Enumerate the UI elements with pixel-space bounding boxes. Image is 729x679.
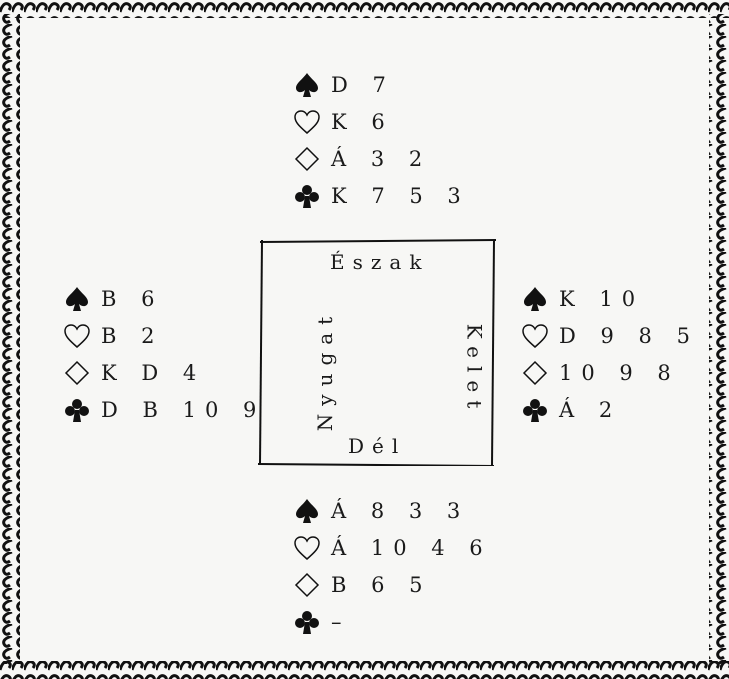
north-spades-cards: D 7 bbox=[331, 73, 395, 97]
diamond-icon bbox=[63, 359, 91, 387]
heart-icon bbox=[293, 534, 321, 562]
north-clubs-cards: K 7 5 3 bbox=[331, 184, 470, 208]
north-diamonds-cards: Á 3 2 bbox=[331, 147, 431, 171]
east-hearts-row: D 9 8 5 bbox=[521, 317, 699, 354]
north-clubs-row: K 7 5 3 bbox=[293, 177, 470, 214]
west-label: Nyugat bbox=[313, 309, 337, 431]
east-spades-row: K 10 bbox=[521, 280, 699, 317]
south-hearts-row: Á 10 4 6 bbox=[293, 529, 492, 566]
west-clubs-cards: D B 10 9 bbox=[101, 398, 265, 422]
east-clubs-row: Á 2 bbox=[521, 391, 699, 428]
south-clubs-cards: – bbox=[331, 610, 351, 634]
west-diamonds-row: K D 4 bbox=[63, 354, 265, 391]
south-diamonds-cards: B 6 5 bbox=[331, 573, 432, 597]
west-spades-row: B 6 bbox=[63, 280, 265, 317]
compass-table: Észak Dél Nyugat Kelet bbox=[258, 238, 496, 466]
north-label: Észak bbox=[330, 250, 429, 274]
diamond-icon bbox=[521, 359, 549, 387]
spade-icon bbox=[521, 285, 549, 313]
south-spades-cards: Á 8 3 3 bbox=[331, 499, 469, 523]
spade-icon bbox=[293, 497, 321, 525]
north-diamonds-row: Á 3 2 bbox=[293, 140, 470, 177]
west-hearts-cards: B 2 bbox=[101, 324, 163, 348]
west-hearts-row: B 2 bbox=[63, 317, 265, 354]
east-diamonds-row: 10 9 8 bbox=[521, 354, 699, 391]
north-hearts-cards: K 6 bbox=[331, 110, 394, 134]
club-icon bbox=[63, 396, 91, 424]
east-diamonds-cards: 10 9 8 bbox=[559, 361, 680, 385]
heart-icon bbox=[293, 108, 321, 136]
north-spades-row: D 7 bbox=[293, 66, 470, 103]
west-clubs-row: D B 10 9 bbox=[63, 391, 265, 428]
south-spades-row: Á 8 3 3 bbox=[293, 492, 492, 529]
west-spades-cards: B 6 bbox=[101, 287, 163, 311]
north-hearts-row: K 6 bbox=[293, 103, 470, 140]
north-hand: D 7 K 6 Á 3 2 K 7 5 3 bbox=[293, 66, 470, 214]
club-icon bbox=[293, 608, 321, 636]
south-hand: Á 8 3 3 Á 10 4 6 B 6 5 – bbox=[293, 492, 492, 640]
spade-icon bbox=[63, 285, 91, 313]
east-hand: K 10 D 9 8 5 10 9 8 Á 2 bbox=[521, 280, 699, 428]
south-diamonds-row: B 6 5 bbox=[293, 566, 492, 603]
diamond-icon bbox=[293, 571, 321, 599]
spade-icon bbox=[293, 71, 321, 99]
heart-icon bbox=[63, 322, 91, 350]
south-hearts-cards: Á 10 4 6 bbox=[331, 536, 492, 560]
east-label: Kelet bbox=[462, 324, 486, 417]
diamond-icon bbox=[293, 145, 321, 173]
east-hearts-cards: D 9 8 5 bbox=[559, 324, 699, 348]
club-icon bbox=[521, 396, 549, 424]
east-clubs-cards: Á 2 bbox=[559, 398, 621, 422]
west-hand: B 6 B 2 K D 4 D B 10 9 bbox=[63, 280, 265, 428]
east-spades-cards: K 10 bbox=[559, 287, 644, 311]
south-clubs-row: – bbox=[293, 603, 492, 640]
south-label: Dél bbox=[348, 434, 406, 458]
club-icon bbox=[293, 182, 321, 210]
heart-icon bbox=[521, 322, 549, 350]
west-diamonds-cards: K D 4 bbox=[101, 361, 205, 385]
